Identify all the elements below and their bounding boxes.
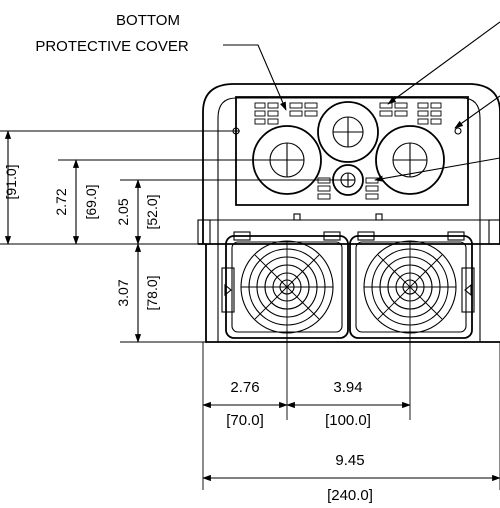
vertical-dim-inch: 2.72 [53, 188, 69, 215]
vertical-dim-mm: [52.0] [144, 194, 160, 229]
vertical-dimension-91: [91.0] [3, 130, 19, 245]
horizontal-dim-inch: 9.45 [335, 452, 364, 469]
callout-line-2: PROTECTIVE COVER [35, 38, 189, 55]
vertical-dimension-52: 2.05 [52.0] [115, 179, 160, 245]
vertical-dim-inch: 2.05 [115, 198, 131, 225]
horizontal-dim-mm: [100.0] [325, 412, 371, 429]
leader-right-1 [387, 21, 500, 105]
horizontal-dimension-100: 3.94 [100.0] [286, 379, 411, 429]
vertical-dim-inch: 3.07 [115, 279, 131, 306]
vertical-dim-mm: [78.0] [144, 275, 160, 310]
vertical-dim-mm: [69.0] [83, 184, 99, 219]
side-latch-right [461, 267, 475, 313]
horizontal-dim-mm: [70.0] [226, 412, 264, 429]
vertical-dimension-78: 3.07 [78.0] [115, 243, 160, 343]
bottom-protective-cover [235, 96, 469, 206]
cooling-fan-left [225, 231, 349, 339]
drive-body [197, 83, 500, 343]
horizontal-dim-mm: [240.0] [327, 487, 373, 504]
conduit-hole-right [375, 125, 445, 195]
vertical-dim-mm: [91.0] [3, 164, 19, 199]
horizontal-dimension-70: 2.76 [70.0] [202, 379, 288, 429]
leader-right-3 [374, 157, 500, 182]
leader-right-2 [454, 95, 500, 129]
callout-leader [223, 44, 287, 111]
extension-lines [0, 130, 500, 490]
callout-label: BOTTOM PROTECTIVE COVER [35, 12, 189, 55]
cooling-fan-right [349, 231, 473, 339]
side-latch-left [221, 267, 235, 313]
horizontal-dim-inch: 2.76 [230, 379, 259, 396]
conduit-hole-center [317, 101, 379, 163]
callout-line-1: BOTTOM [116, 12, 180, 29]
horizontal-dimension-240: 9.45 [240.0] [202, 452, 500, 504]
horizontal-dim-inch: 3.94 [333, 379, 362, 396]
vertical-dimension-69: 2.72 [69.0] [53, 159, 99, 245]
